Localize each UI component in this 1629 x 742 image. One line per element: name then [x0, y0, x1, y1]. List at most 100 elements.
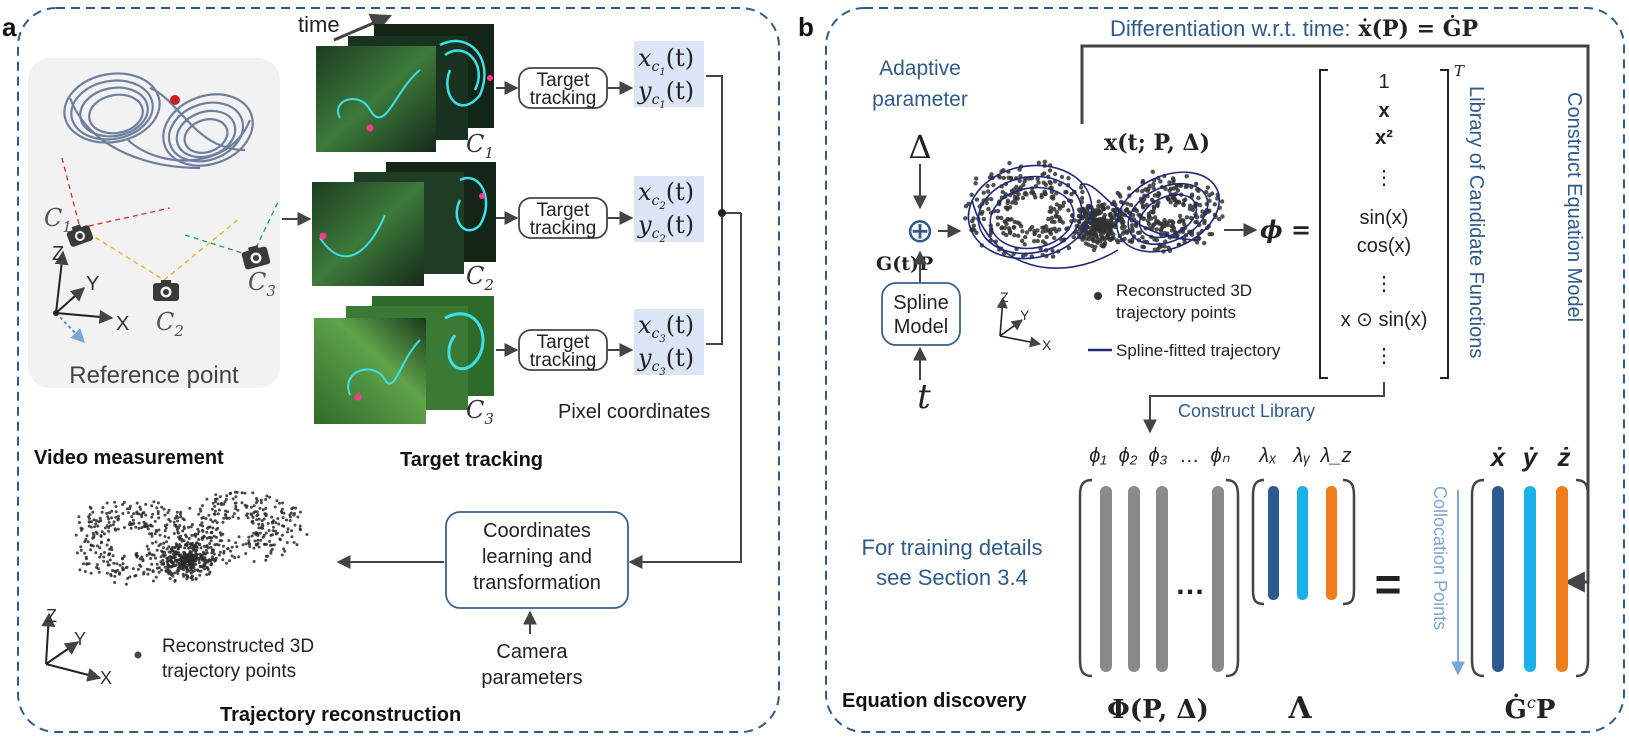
recon-legend-line-1: Reconstructed 3D — [162, 636, 314, 657]
axis-x-label: X — [116, 313, 129, 335]
svg-text:ϕ₁: ϕ₁ — [1089, 445, 1106, 467]
svg-text:tracking: tracking — [530, 350, 597, 371]
coordinates-line-3: transformation — [473, 572, 601, 594]
lambda-matrix-label: Λ — [1287, 691, 1312, 726]
svg-text:ϕₙ: ϕₙ — [1210, 445, 1230, 467]
pixel-output-highlight — [634, 309, 704, 375]
oplus-symbol: ⊕ — [906, 212, 935, 250]
t-symbol: t — [917, 377, 931, 417]
gtp-label: G(t)P — [876, 253, 933, 275]
svg-text:ẋ: ẋ — [1489, 442, 1507, 472]
svg-text:x²: x² — [1375, 127, 1393, 149]
camera-params-line-2: parameters — [481, 667, 582, 689]
recon-legend-line-2: trajectory points — [162, 661, 296, 682]
panel-a-border — [17, 7, 780, 733]
construct-model-label: Construct Equation Model — [1563, 92, 1585, 322]
library-entries: 1 x x² ⋮ sin(x) cos(x) ⋮ x ⊙ sin(x) ⋮ — [1341, 71, 1428, 367]
svg-text:⋮: ⋮ — [1374, 273, 1394, 295]
pixel-output-highlight — [634, 176, 704, 242]
panel-b-border — [825, 7, 1625, 733]
time-arrow — [333, 13, 392, 42]
legend-spline-label: Spline-fitted trajectory — [1116, 341, 1281, 360]
axis-z-label: Z — [52, 243, 64, 265]
axis-origin — [53, 310, 59, 316]
svg-text:ż: ż — [1557, 442, 1571, 472]
svg-text:Target: Target — [537, 70, 591, 91]
lambda-headers: λₓ λᵧ λ_z — [1258, 445, 1351, 467]
training-note-line-1: For training details — [862, 535, 1043, 560]
world-axes — [54, 250, 114, 344]
reference-point-label: Reference point — [69, 362, 239, 389]
gcp-matrix-label: ĠcP — [1505, 693, 1556, 725]
pixel-output-highlight — [634, 41, 704, 107]
svg-text:x ⊙ sin(x): x ⊙ sin(x) — [1341, 309, 1428, 331]
merge-node — [718, 209, 726, 217]
svg-text:…: … — [1180, 445, 1200, 467]
panel-b: b Differentiation w.r.t. time:ẋ(P) = ĠP … — [798, 7, 1625, 733]
phi-equals: ϕ = — [1260, 215, 1311, 244]
coordinates-line-2: learning and — [482, 546, 592, 568]
output-x-c1: xc1(t) — [638, 44, 694, 78]
legend-points-line-2: trajectory points — [1116, 303, 1236, 322]
svg-text:λₓ: λₓ — [1258, 445, 1277, 467]
recon-axis-z: Z — [46, 606, 57, 626]
svg-text:tracking: tracking — [530, 88, 597, 109]
svg-text:ϕ₃: ϕ₃ — [1148, 445, 1167, 467]
training-note-line-2: see Section 3.4 — [876, 565, 1028, 590]
panel-a: a — [2, 7, 780, 733]
equation-discovery-label: Equation discovery — [842, 690, 1027, 712]
pixel-coordinates-label: Pixel coordinates — [558, 401, 710, 423]
svg-text:sin(x): sin(x) — [1360, 207, 1409, 229]
phi-matrix-label: Φ(P, Δ) — [1107, 695, 1209, 725]
axis-y-label: Y — [86, 273, 99, 295]
svg-text:λᵧ: λᵧ — [1292, 445, 1311, 467]
dot-headers: ẋ ẏ ż — [1489, 442, 1571, 472]
library-label: Library of Candidate Functions — [1465, 86, 1487, 358]
frame-label-c2: C2 — [466, 262, 494, 294]
svg-text:⋮: ⋮ — [1374, 167, 1394, 189]
panel-a-letter: a — [2, 12, 17, 42]
svg-text:⋮: ⋮ — [1374, 345, 1394, 367]
spline-fitted-trajectory — [967, 164, 1221, 269]
output-x-c2: xc2(t) — [638, 178, 694, 212]
attractor-lines — [63, 72, 254, 170]
target-tracking-box — [518, 67, 608, 109]
coordinates-learning-box — [445, 511, 629, 609]
library-bracket — [1319, 69, 1449, 379]
video-stack-c3 — [314, 296, 494, 424]
svg-text:x: x — [1378, 100, 1389, 122]
video-stack-c2 — [312, 162, 496, 286]
video-stack-c1 — [316, 24, 494, 152]
frame-label-c1: C1 — [466, 130, 494, 162]
tracking-row-2: Target tracking xc2(t) yc2(t) — [496, 176, 704, 245]
legend-points-dot — [1094, 292, 1102, 300]
output-y-c3: yc3(t) — [637, 344, 694, 378]
svg-text:tracking: tracking — [530, 218, 597, 239]
target-tracking-box — [518, 329, 608, 371]
output-x-c3: xc3(t) — [638, 311, 694, 345]
svg-text:1: 1 — [1378, 71, 1389, 93]
recon-axis-y: Y — [74, 629, 86, 649]
spline-axis-z: Z — [1000, 289, 1009, 305]
spline-point-cloud — [963, 159, 1225, 259]
camera-params-line-1: Camera — [496, 641, 568, 663]
svg-text:Target: Target — [537, 200, 591, 221]
time-label: time — [298, 12, 340, 37]
reference-marker — [170, 95, 180, 105]
target-tracking-box — [518, 197, 608, 239]
x-formula-label: x(t; P, Δ) — [1104, 130, 1210, 156]
coordinates-line-1: Coordinates — [483, 520, 591, 542]
spline-model-box — [881, 282, 961, 346]
camera-label-c1: C1 — [44, 204, 72, 236]
delta-symbol: Δ — [908, 128, 931, 166]
equals-sign: = — [1375, 558, 1402, 610]
camera-label-c2: C2 — [156, 308, 184, 340]
xdot-column — [1492, 486, 1504, 672]
construct-library-label: Construct Library — [1178, 401, 1315, 421]
lambda-matrix-brackets — [1251, 478, 1356, 606]
phi-headers: ϕ₁ ϕ₂ ϕ₃ … ϕₙ — [1089, 445, 1230, 467]
recon-axis-x: X — [100, 668, 112, 688]
svg-text:Target: Target — [537, 332, 591, 353]
panel-b-letter: b — [798, 12, 814, 42]
